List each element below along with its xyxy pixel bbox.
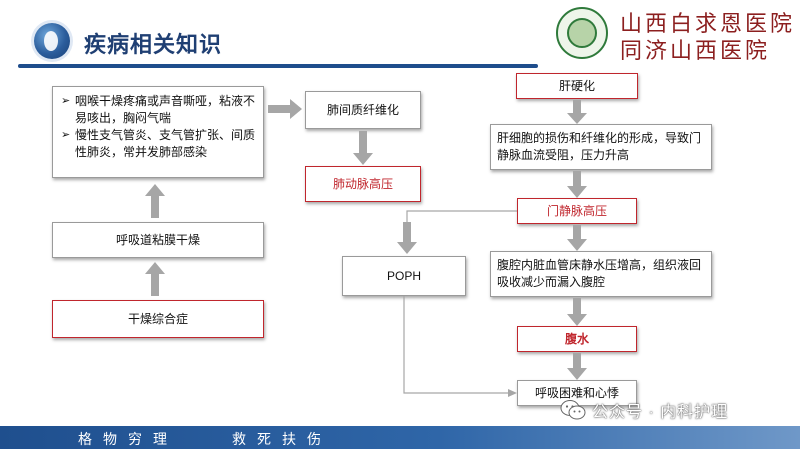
hospital-name-line1: 山西白求恩医院 (620, 12, 796, 37)
wechat-icon (560, 400, 586, 420)
portal-hypertension-box: 门静脉高压 (517, 198, 637, 224)
hospital-name-line2: 同济山西医院 (620, 39, 771, 64)
arrow-down-icon (567, 353, 587, 380)
visceral-pressure-box: 腹腔内脏血管床静水压增高，组织液回吸收减少而漏入腹腔 (490, 251, 712, 297)
footer-motto-left: 格物穷理 (78, 432, 178, 448)
liver-damage-box: 肝细胞的损伤和纤维化的形成，导致门静脉血流受阻，压力升高 (490, 124, 712, 170)
arrow-down-icon (567, 171, 587, 198)
symptom-item: ➢咽喉干燥疼痛或声音嘶哑，粘液不易咳出，胸闷气喘 (61, 94, 256, 125)
page-title: 疾病相关知识 (84, 32, 223, 57)
airway-dryness-box: 呼吸道粘膜干燥 (52, 222, 264, 258)
arrow-down-icon (567, 298, 587, 326)
pulmonary-hypertension-box: 肺动脉高压 (305, 166, 421, 202)
dyspnea-box: 呼吸困难和心悸 (517, 380, 637, 406)
poph-box: POPH (342, 256, 466, 296)
hospital-seal-logo (556, 7, 608, 59)
symptom-item: ➢慢性支气管炎、支气管扩张、间质性肺炎，常并发肺部感染 (61, 128, 256, 159)
arrow-down-icon (397, 222, 417, 254)
sjogren-syndrome-box: 干燥综合症 (52, 300, 264, 338)
bullet-arrow-icon: ➢ (61, 129, 71, 141)
arrow-down-icon (567, 100, 587, 124)
arrow-down-icon (567, 225, 587, 251)
arrow-down-icon (353, 131, 373, 165)
footer-bar: 格物穷理 救死扶伤 (0, 426, 800, 449)
pulmonary-fibrosis-box: 肺间质纤维化 (305, 91, 421, 129)
symptoms-box: ➢咽喉干燥疼痛或声音嘶哑，粘液不易咳出，胸闷气喘 ➢慢性支气管炎、支气管扩张、间… (52, 86, 264, 178)
cirrhosis-box: 肝硬化 (516, 73, 638, 99)
ascites-box: 腹水 (517, 326, 637, 352)
footer-motto-right: 救死扶伤 (232, 432, 332, 448)
wechat-watermark: 公众号 · 内科护理 (560, 398, 728, 422)
header-bullet-icon (34, 23, 70, 59)
bullet-arrow-icon: ➢ (61, 95, 71, 107)
arrow-up-icon (145, 184, 165, 218)
header-divider (18, 64, 538, 68)
arrow-right-icon (268, 99, 302, 119)
arrow-up-icon (145, 262, 165, 296)
